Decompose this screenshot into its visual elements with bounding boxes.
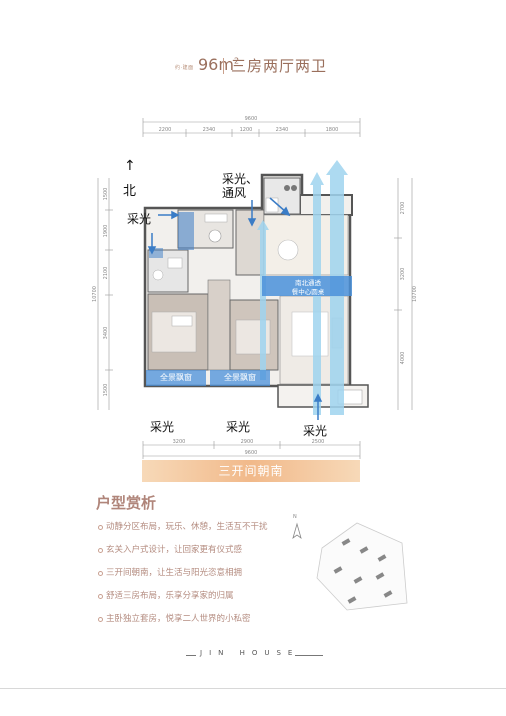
light-label: 采光 bbox=[303, 424, 328, 438]
list-item: 舒适三房布局，乐享分享家的归属 bbox=[98, 589, 298, 612]
left-dimensions bbox=[97, 178, 113, 410]
top-dimensions bbox=[142, 118, 361, 137]
center-band-line-2: 餐中心圆桌 bbox=[291, 288, 325, 296]
dim-left-seg: 2100 bbox=[103, 267, 109, 280]
window-label-bars bbox=[146, 370, 270, 386]
right-dimensions bbox=[394, 178, 413, 410]
dim-right-seg: 4000 bbox=[400, 352, 406, 365]
floor-plan: 9600 2200 2340 1200 2340 1800 1500 1900 … bbox=[92, 116, 418, 459]
area-value: 96m2 bbox=[198, 55, 240, 74]
list-item: 主卧独立套房，悦享二人世界的小私密 bbox=[98, 612, 298, 635]
dim-left-seg: 1500 bbox=[103, 188, 109, 201]
light-label: 采光 bbox=[127, 212, 152, 226]
north-arrow-icon: ↑ bbox=[124, 158, 136, 174]
compass-letter: N bbox=[293, 514, 297, 520]
dim-top-seg: 1200 bbox=[240, 127, 253, 133]
dim-top-seg: 1800 bbox=[326, 127, 339, 133]
unit-type-title: 三房两厅两卫 bbox=[231, 57, 328, 75]
dim-right-seg: 3200 bbox=[400, 268, 406, 281]
list-item: 动静分区布局，玩乐、休憩，生活互不干扰 bbox=[98, 520, 298, 543]
dim-right-total: 10700 bbox=[412, 286, 418, 302]
analysis-list: 动静分区布局，玩乐、休憩，生活互不干扰 玄关入户式设计，让回家更有仪式感 三开间… bbox=[98, 520, 298, 635]
center-band-line-1: 南北通透 bbox=[295, 279, 321, 287]
list-item: 三开间朝南，让生活与阳光恣意相拥 bbox=[98, 566, 298, 589]
brand-line bbox=[186, 655, 196, 656]
dim-bottom-total: 9600 bbox=[245, 450, 258, 456]
room-bath-2 bbox=[147, 249, 189, 293]
compass-icon bbox=[290, 522, 304, 545]
light-vent-label: 采光、 通风 bbox=[222, 172, 259, 200]
pointer-arrows bbox=[147, 197, 323, 420]
dim-bottom-seg: 2500 bbox=[312, 439, 325, 445]
window-label: 全景飘窗 bbox=[224, 373, 256, 382]
footer-divider bbox=[0, 688, 506, 689]
site-plan-map bbox=[316, 522, 408, 611]
dim-bottom-seg: 3200 bbox=[173, 439, 186, 445]
bottom-dimensions bbox=[142, 441, 361, 459]
dim-right-seg: 2700 bbox=[400, 202, 406, 215]
list-item: 玄关入户式设计，让回家更有仪式感 bbox=[98, 543, 298, 566]
area-prefix: 约·建面 bbox=[175, 65, 194, 71]
room-master-bedroom bbox=[147, 293, 209, 371]
room-bedroom-2 bbox=[229, 299, 279, 371]
dim-bottom-seg: 2900 bbox=[241, 439, 254, 445]
dim-left-seg: 1500 bbox=[103, 384, 109, 397]
dim-top-seg: 2340 bbox=[276, 127, 289, 133]
dim-left-seg: 3400 bbox=[103, 327, 109, 340]
light-label: 采光 bbox=[150, 420, 175, 434]
brand-wordmark: JIN HOUSE bbox=[200, 649, 300, 657]
north-label: 北 bbox=[123, 184, 137, 199]
dim-left-total: 10700 bbox=[92, 286, 98, 302]
window-markers bbox=[149, 212, 194, 258]
brand-line bbox=[295, 655, 323, 656]
light-label: 采光 bbox=[226, 420, 251, 434]
center-band bbox=[262, 276, 352, 296]
dim-top-total: 9600 bbox=[245, 116, 258, 122]
analysis-title: 户型赏析 bbox=[96, 494, 157, 512]
dim-top-seg: 2340 bbox=[203, 127, 216, 133]
south-band bbox=[142, 460, 360, 482]
compass-arrow-icon bbox=[292, 522, 302, 540]
dim-left-seg: 1900 bbox=[103, 225, 109, 238]
dim-top-seg: 2200 bbox=[159, 127, 172, 133]
header-divider bbox=[223, 58, 224, 74]
window-label: 全景飘窗 bbox=[160, 373, 192, 382]
room-hall bbox=[207, 279, 231, 371]
south-label: 三开间朝南 bbox=[218, 464, 284, 478]
